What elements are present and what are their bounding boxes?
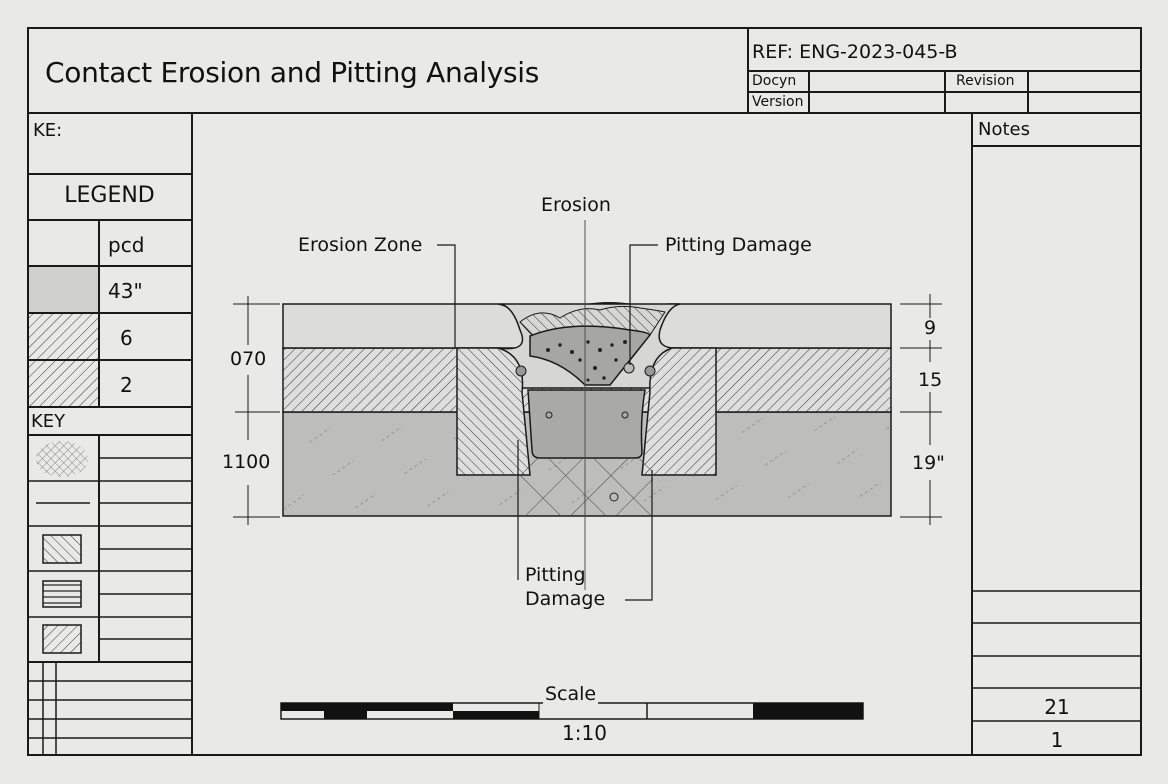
horizontal-hatch-icon [42,580,82,608]
legend-swatch-hatch-2 [29,361,98,406]
callout-erosion: Erosion [541,194,611,216]
version-label: Version [752,94,804,110]
revision-label: Revision [956,73,1015,89]
callout-pitting-line2: Damage [525,588,606,610]
fine-diagonal-hatch-icon [42,624,82,654]
key-table [27,434,192,756]
legend-swatch-hatch-1 [29,314,98,359]
doc-col-3 [1027,70,1029,113]
h-359 [27,359,192,361]
crosshatch-stipple-icon [36,441,88,477]
h-406 [27,406,192,408]
scale-label: Scale [543,683,599,705]
scale-ratio: 1:10 [562,721,607,745]
reference-number: REF: ENG-2023-045-B [752,41,958,63]
legend-header-value: pcd [108,233,145,257]
dim-right-1: 9 [924,317,937,339]
legend-value-2: 6 [120,326,133,350]
callout-erosion-zone: Erosion Zone [298,234,423,256]
h-312 [27,312,192,314]
callout-pitting-line1: Pitting [525,564,586,586]
notes-title: Notes [978,119,1030,140]
key-title: KEY [31,411,66,432]
dim-right-2: 15 [918,369,943,391]
legend-swatch-stipple [29,267,98,312]
notes-table [971,112,1142,756]
dim-left-top: 070 [230,348,267,370]
legend-value-1: 43" [108,279,143,303]
drawing-frame [27,27,1142,756]
doc-col-1 [808,70,810,113]
key-label: KE: [33,120,63,141]
h-219 [27,219,192,221]
doc-label: Docyn [752,73,797,89]
title-divider [27,112,1142,114]
sheet-number: 21 [1044,695,1070,719]
callout-pitting-damage-top: Pitting Damage [665,234,812,256]
legend-title: LEGEND [64,183,155,208]
legend-value-3: 2 [120,373,133,397]
scale-bar[interactable] [280,702,864,720]
h-265 [27,265,192,267]
drawing-title: Contact Erosion and Pitting Analysis [45,56,540,89]
dim-left-bottom: 1100 [222,451,271,473]
sheet-count: 1 [1050,728,1064,752]
doc-col-2 [944,70,946,113]
h-173 [27,173,192,175]
dim-right-3: 19" [912,452,945,474]
cross-section [233,220,942,601]
back-diagonal-hatch-icon [42,534,82,564]
